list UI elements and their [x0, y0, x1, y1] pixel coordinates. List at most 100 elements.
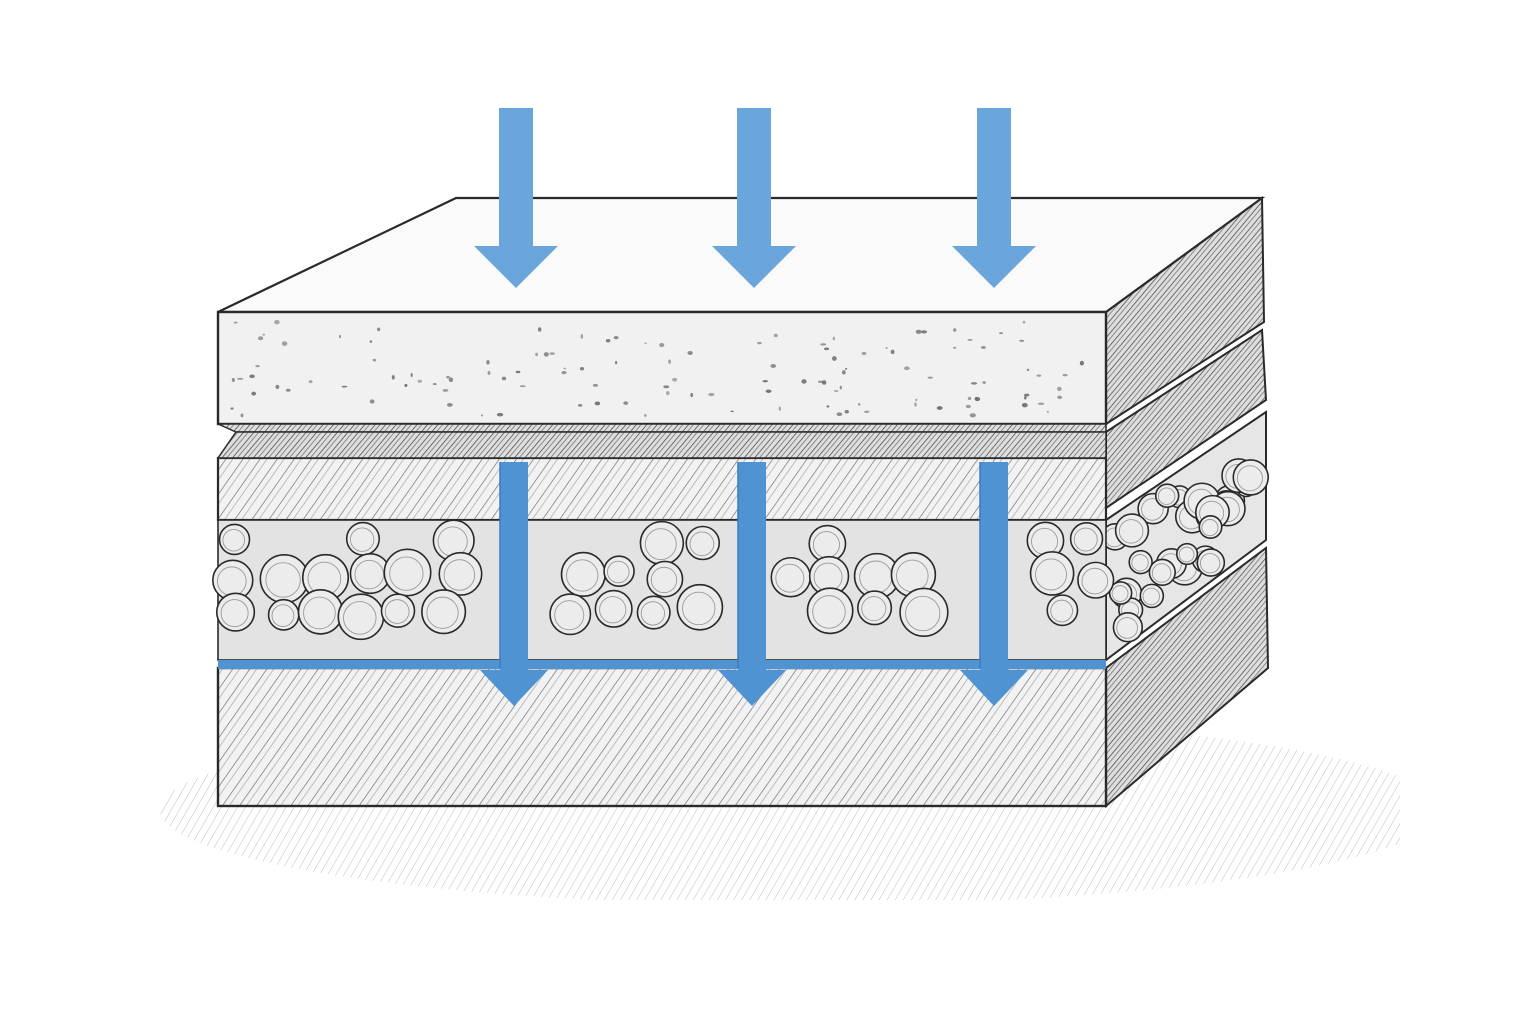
speckle — [668, 359, 671, 364]
speckle — [831, 356, 837, 361]
speckle — [543, 352, 549, 357]
speckle — [249, 374, 255, 379]
pebble — [1154, 483, 1180, 508]
speckle — [980, 345, 986, 349]
speckle — [579, 367, 585, 371]
speckle — [1024, 393, 1030, 397]
pebble — [1112, 612, 1144, 643]
gravel-layer — [212, 519, 1115, 661]
speckle — [308, 380, 313, 384]
pebble — [639, 520, 685, 566]
speckle — [1023, 396, 1027, 400]
speckle — [285, 388, 291, 392]
speckle — [605, 339, 611, 343]
speckle — [446, 402, 453, 407]
speckle — [644, 342, 647, 345]
speckle — [826, 405, 830, 408]
speckle — [832, 336, 836, 341]
speckle — [778, 406, 781, 411]
speckle — [580, 334, 584, 339]
speckle — [915, 329, 922, 334]
speckle — [858, 403, 861, 406]
pebble — [560, 551, 606, 598]
speckle — [1036, 374, 1042, 377]
speckle — [274, 319, 280, 325]
downward-arrow-icon — [712, 108, 796, 288]
speckle — [480, 414, 483, 417]
pebble — [297, 589, 344, 635]
pebble — [1029, 551, 1075, 596]
speckle — [823, 347, 830, 351]
drain-channels — [480, 462, 1028, 706]
speckle — [690, 392, 694, 398]
pebble — [215, 592, 256, 632]
pebble — [857, 590, 893, 626]
speckle — [1046, 410, 1049, 413]
pebble — [676, 583, 724, 631]
speckle — [914, 402, 917, 407]
pebble — [770, 556, 812, 598]
speckle — [275, 384, 280, 389]
pebble — [1128, 549, 1153, 575]
speckle — [614, 360, 618, 365]
pebble — [383, 548, 432, 597]
downward-arrow-icon — [952, 108, 1036, 288]
speckle — [623, 401, 629, 405]
speckle — [821, 380, 827, 385]
drain-channel-icon — [960, 462, 1028, 706]
speckle — [563, 367, 567, 370]
speckle — [903, 366, 910, 371]
speckle — [230, 407, 234, 410]
gravel-side-pebbles — [1101, 458, 1270, 643]
speckle — [1057, 386, 1062, 391]
speckle — [969, 413, 976, 418]
pebble — [594, 589, 633, 628]
pebble — [636, 595, 671, 630]
speckle — [1026, 368, 1030, 371]
speckle — [377, 327, 381, 332]
speckle — [410, 373, 413, 378]
speckle — [237, 377, 244, 380]
speckle — [644, 413, 647, 417]
speckle — [841, 370, 846, 375]
speckle — [999, 332, 1004, 334]
speckle — [833, 390, 839, 392]
pebble — [349, 552, 391, 595]
pebble — [685, 525, 721, 561]
speckle — [255, 365, 260, 368]
speckle — [836, 412, 843, 417]
gravel-pebbles — [212, 519, 1115, 641]
pebble — [1198, 515, 1223, 540]
speckle — [372, 358, 376, 362]
speckle — [773, 333, 778, 338]
speckle — [970, 382, 978, 385]
pebble — [1175, 542, 1199, 566]
speckle — [369, 399, 375, 404]
speckle — [953, 328, 957, 332]
speckle — [515, 370, 521, 374]
speckle — [535, 352, 539, 357]
speckle — [262, 333, 266, 336]
speckle — [845, 367, 848, 370]
base-layer — [216, 666, 1108, 808]
speckle — [820, 343, 827, 346]
speckle — [730, 410, 734, 413]
water-film — [218, 660, 1106, 669]
speckle — [762, 379, 769, 383]
pebble — [218, 523, 251, 556]
speckle — [952, 346, 957, 349]
pebble — [259, 553, 310, 604]
speckle — [967, 396, 972, 401]
speckle — [708, 392, 715, 397]
speckle — [231, 377, 235, 382]
speckle — [417, 379, 423, 383]
speckle — [369, 340, 373, 343]
speckle — [501, 376, 507, 381]
speckle — [967, 338, 973, 341]
speckle — [487, 370, 491, 375]
pebble — [1046, 594, 1079, 627]
speckle — [672, 377, 678, 382]
speckle — [592, 383, 599, 387]
downward-arrow-icon — [474, 108, 558, 288]
pebble — [345, 521, 381, 556]
